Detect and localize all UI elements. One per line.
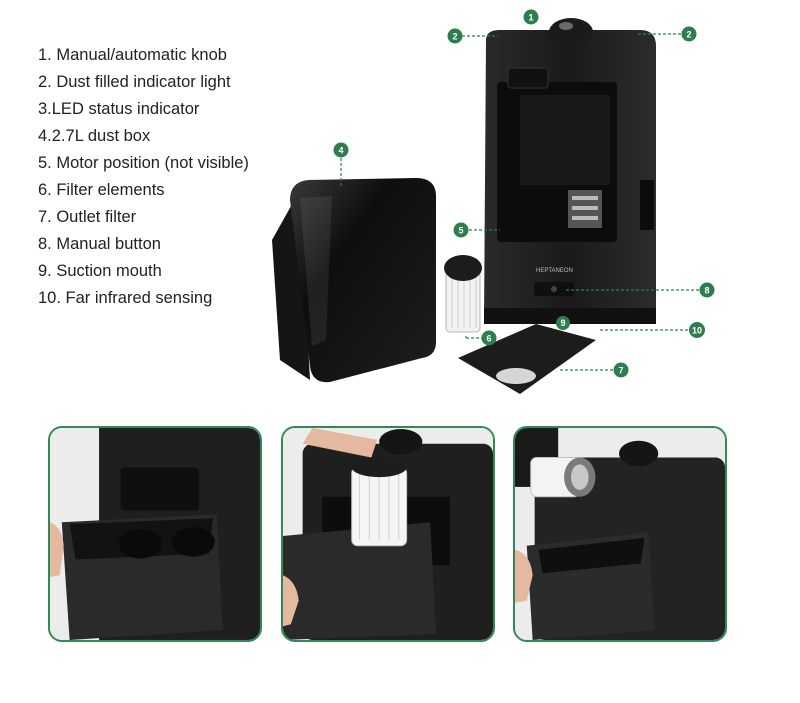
device-label: HEPTANEON bbox=[536, 268, 573, 274]
svg-text:2: 2 bbox=[686, 30, 691, 40]
filter-element bbox=[444, 255, 482, 333]
svg-text:2: 2 bbox=[452, 32, 457, 42]
callout-7: 7 bbox=[613, 362, 629, 378]
feature-item: 5. Motor position (not visible) bbox=[38, 154, 249, 172]
feature-item: 1. Manual/automatic knob bbox=[38, 46, 227, 64]
feature-item: 4.2.7L dust box bbox=[38, 127, 151, 145]
feature-item: 9. Suction mouth bbox=[38, 262, 162, 280]
callout-markers: 1 2 2 4 5 6 7 8 bbox=[333, 9, 715, 378]
callout-1: 1 bbox=[523, 9, 539, 25]
svg-text:10: 10 bbox=[692, 326, 702, 336]
outlet-filter-tray bbox=[458, 324, 596, 394]
callout-2-right: 2 bbox=[681, 26, 697, 42]
callout-6: 6 bbox=[481, 330, 497, 346]
product-illustration: HEPTANEON 1 bbox=[272, 9, 715, 394]
callout-8: 8 bbox=[699, 282, 715, 298]
control-knob bbox=[549, 18, 593, 46]
feature-item: 7. Outlet filter bbox=[38, 208, 137, 226]
dustbin-body: HEPTANEON bbox=[484, 18, 656, 324]
svg-text:8: 8 bbox=[704, 286, 709, 296]
svg-text:7: 7 bbox=[618, 366, 623, 376]
callout-leader-lines bbox=[340, 33, 700, 371]
callout-2-left: 2 bbox=[447, 28, 463, 44]
feature-list: 1. Manual/automatic knob 2. Dust filled … bbox=[38, 42, 249, 312]
svg-text:5: 5 bbox=[458, 226, 463, 236]
callout-9: 9 bbox=[556, 316, 570, 330]
feature-item: 6. Filter elements bbox=[38, 181, 165, 199]
photo-panel-open-dustbox bbox=[48, 426, 262, 642]
svg-text:6: 6 bbox=[486, 334, 491, 344]
feature-item: 2. Dust filled indicator light bbox=[38, 73, 231, 91]
feature-item: 10. Far infrared sensing bbox=[38, 289, 213, 307]
svg-text:4: 4 bbox=[338, 146, 343, 156]
callout-5: 5 bbox=[453, 222, 469, 238]
svg-text:9: 9 bbox=[560, 318, 565, 328]
photo-panel-remove-dustbox bbox=[513, 426, 727, 642]
dust-box-lid bbox=[272, 178, 436, 383]
feature-item: 8. Manual button bbox=[38, 235, 161, 253]
photo-panel-insert-filter bbox=[281, 426, 495, 642]
svg-text:1: 1 bbox=[528, 13, 533, 23]
feature-item: 3.LED status indicator bbox=[38, 100, 200, 118]
callout-4: 4 bbox=[333, 142, 349, 158]
callout-10: 10 bbox=[689, 322, 705, 338]
